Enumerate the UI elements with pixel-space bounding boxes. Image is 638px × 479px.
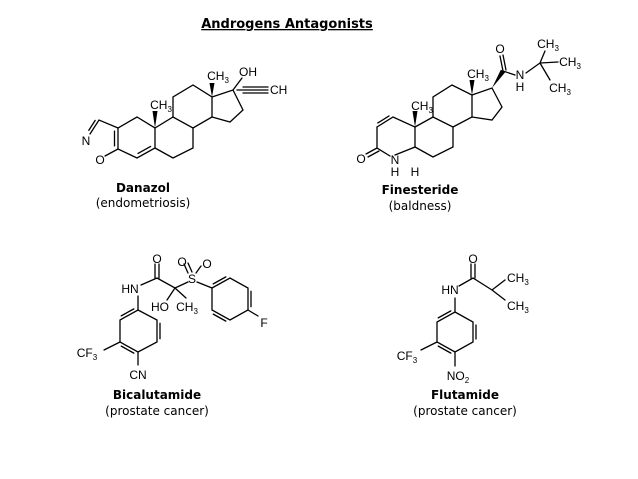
atom-label: N xyxy=(82,134,91,148)
atom-label: CH3 xyxy=(411,99,433,115)
flutamide-name: Flutamide xyxy=(431,388,499,402)
atom-label: CH xyxy=(270,83,287,97)
double-bond xyxy=(137,145,152,155)
atom-label: O xyxy=(468,252,477,266)
ring xyxy=(432,84,473,128)
bond xyxy=(525,50,559,81)
atom-label: CH3 xyxy=(537,37,559,53)
sulfonyl-bond xyxy=(183,262,202,274)
atom-label: O xyxy=(495,42,504,56)
atom-label: NO2 xyxy=(447,369,470,385)
ring xyxy=(471,87,503,121)
danazol-indication: (endometriosis) xyxy=(96,196,191,210)
atom-label: O xyxy=(202,257,211,271)
bond xyxy=(454,277,506,313)
bond xyxy=(103,341,139,366)
atom-label: F xyxy=(260,316,267,330)
double-bond xyxy=(437,310,452,319)
atom-label: S xyxy=(188,272,196,286)
bond xyxy=(232,77,243,91)
atom-label: O xyxy=(152,252,161,266)
ring xyxy=(154,116,194,159)
double-bond xyxy=(437,345,452,354)
atom-label: CH3 xyxy=(150,98,172,114)
bicalutamide-name: Bicalutamide xyxy=(113,388,201,402)
bond xyxy=(420,341,456,367)
atom-label: CH3 xyxy=(467,67,489,83)
atom-label: CH3 xyxy=(507,271,529,287)
ring xyxy=(211,89,244,123)
carbonyl-bond xyxy=(365,147,380,158)
atom-label: HN xyxy=(121,282,138,296)
bond xyxy=(137,277,189,311)
atom-label: CN xyxy=(129,368,146,382)
ring xyxy=(172,84,213,129)
flutamide-indication: (prostate cancer) xyxy=(413,404,517,418)
double-bond xyxy=(212,313,227,322)
atom-label: N xyxy=(391,153,400,167)
atom-label: CH3 xyxy=(559,55,581,71)
bond xyxy=(196,281,259,317)
carbonyl-bond xyxy=(499,54,507,72)
ring xyxy=(436,311,474,353)
double-bond xyxy=(120,308,135,317)
triple-bond xyxy=(236,86,269,94)
isoxazole-bond xyxy=(89,119,119,135)
ring xyxy=(117,116,156,159)
double-bond xyxy=(377,115,390,124)
bicalutamide-indication: (prostate cancer) xyxy=(105,404,209,418)
finesteride-indication: (baldness) xyxy=(389,199,452,213)
atom-label: HN xyxy=(441,283,458,297)
double-bond xyxy=(120,345,135,354)
atom-label: CF3 xyxy=(77,346,98,362)
finesteride-name: Finesteride xyxy=(382,183,459,197)
carbonyl-bond xyxy=(154,263,160,279)
carbonyl-bond xyxy=(470,263,476,279)
atom-label: CH3 xyxy=(549,81,571,97)
bond xyxy=(502,70,516,76)
wedge-bond xyxy=(412,111,418,127)
ring xyxy=(119,309,158,353)
danazol-name: Danazol xyxy=(116,181,170,195)
wedge-bond xyxy=(209,83,215,97)
slide-title: Androgens Antagonists xyxy=(201,17,373,32)
ring xyxy=(376,116,416,156)
isoxazole-bond xyxy=(104,148,119,157)
atom-label: CH3 xyxy=(507,299,529,315)
atom-label: O xyxy=(177,255,186,269)
atom-label: H xyxy=(516,80,525,94)
atom-label: CH3 xyxy=(207,69,229,85)
ring xyxy=(211,277,249,321)
wedge-bond xyxy=(469,80,475,95)
atom-label: CH3 xyxy=(176,300,198,316)
atom-label: CF3 xyxy=(397,349,418,365)
bond xyxy=(166,287,187,301)
double-bond xyxy=(88,119,96,131)
atom-label: H xyxy=(391,165,400,179)
atom-label: O xyxy=(95,153,104,167)
ring xyxy=(414,116,454,158)
wedge-bond xyxy=(492,69,506,88)
atom-label: O xyxy=(356,152,365,166)
atom-label: HO xyxy=(151,300,169,314)
atom-label: H xyxy=(411,165,420,179)
double-bond xyxy=(212,276,227,285)
atom-label: OH xyxy=(239,65,257,79)
atom-label: N xyxy=(516,68,525,82)
wedge-bond xyxy=(152,111,158,128)
